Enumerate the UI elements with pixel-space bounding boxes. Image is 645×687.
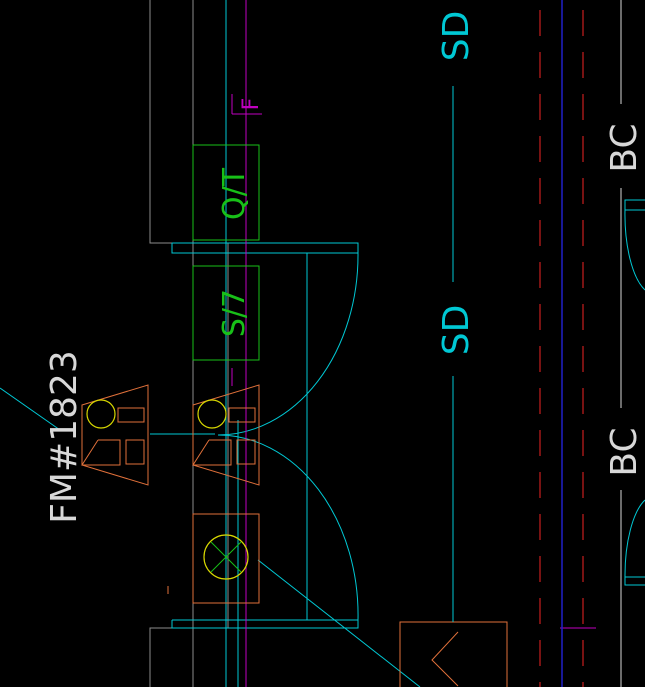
bc-label-mid: BC (604, 427, 645, 476)
device-right-lamp (197, 399, 227, 429)
bc-arcs (624, 199, 645, 586)
box-s7-frame (192, 265, 260, 361)
wall-outlines (149, 0, 229, 687)
box-qt-frame (192, 144, 260, 241)
green-label-boxes (192, 144, 260, 361)
bc-label-top: BC (604, 123, 645, 172)
device-left-lamp (86, 399, 116, 429)
equipment-box (399, 621, 508, 687)
device-right (192, 384, 260, 486)
magenta-centerline (231, 0, 596, 687)
leader-lines (0, 387, 421, 687)
box-qt-label: Q/T (217, 167, 252, 220)
fm-tag-label: FM#1823 (44, 350, 85, 524)
f-mark-label: F (239, 98, 264, 111)
device-left (81, 384, 149, 486)
box-s7-label: S/7 (217, 289, 252, 337)
sd-label-top: SD (436, 11, 477, 62)
sd-label-mid: SD (436, 305, 477, 356)
door-frame-lines (171, 0, 359, 687)
red-dashed-lines (539, 10, 584, 687)
light-fixture (192, 513, 260, 604)
